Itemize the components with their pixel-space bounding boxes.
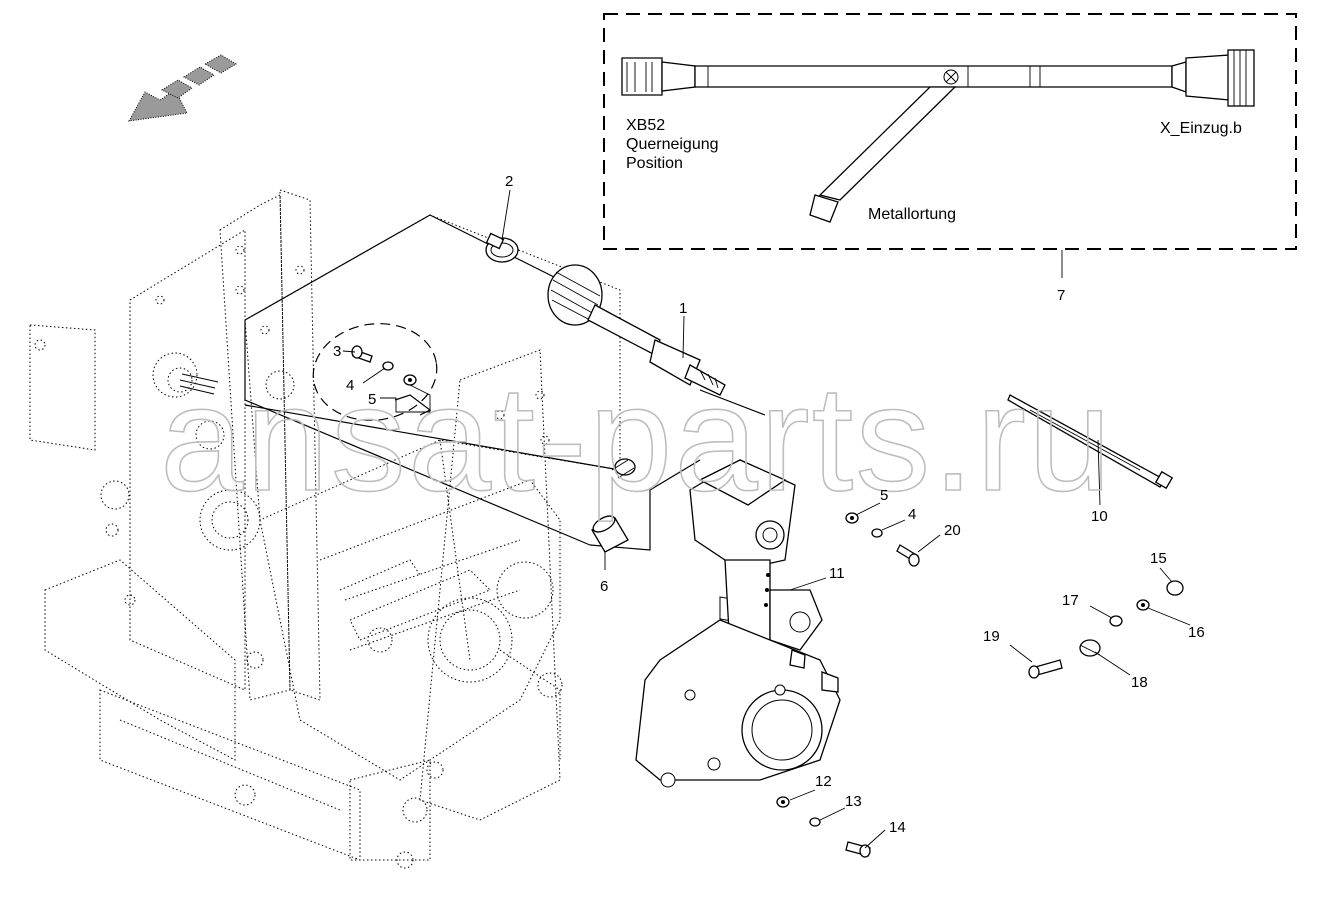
callout-14: 14 — [889, 819, 906, 836]
watermark: ansat-parts.ru — [160, 354, 1113, 522]
machine-frame — [29, 189, 621, 869]
callout-4-left: 4 — [346, 377, 354, 394]
callout-5-left: 5 — [368, 391, 376, 408]
mounting-hardware — [1028, 580, 1184, 679]
angle-gearbox — [635, 459, 841, 788]
connector-x-einzug-label: X_Einzug.b — [1160, 120, 1242, 137]
callout-10: 10 — [1091, 508, 1108, 525]
callout-4-right: 4 — [908, 506, 916, 523]
callout-13: 13 — [845, 793, 862, 810]
callout-15: 15 — [1150, 550, 1167, 567]
callout-11: 11 — [829, 565, 845, 582]
connector-xb52-desc-1: Querneigung — [626, 136, 719, 153]
callout-18: 18 — [1131, 674, 1148, 691]
ground-metallortung-label: Metallortung — [868, 206, 956, 223]
drive-shaft — [547, 264, 726, 396]
connector-xb52-label: XB52 — [626, 117, 665, 134]
callout-17: 17 — [1062, 592, 1079, 609]
leader-lines — [342, 189, 1191, 849]
callout-6: 6 — [600, 578, 608, 595]
callout-1: 1 — [679, 300, 687, 317]
callout-16: 16 — [1188, 624, 1205, 641]
sleeve — [591, 458, 636, 553]
bottom-bolts — [776, 796, 871, 858]
bolt-washer-set-right — [845, 512, 920, 567]
callout-20: 20 — [944, 522, 961, 539]
direction-arrow-icon — [128, 54, 237, 122]
callout-12: 12 — [815, 773, 832, 790]
hose-clamp — [485, 232, 519, 263]
detail-group-ellipse — [312, 323, 438, 421]
callout-5-right: 5 — [880, 487, 888, 504]
connector-xb52-desc-2: Position — [626, 155, 683, 172]
callout-3: 3 — [333, 343, 341, 360]
assembly-outline — [244, 214, 766, 551]
callout-2: 2 — [505, 173, 513, 190]
cable-tie — [1007, 394, 1174, 490]
callout-7: 7 — [1057, 287, 1065, 304]
callout-19: 19 — [983, 628, 1000, 645]
wiring-harness — [621, 49, 1255, 223]
